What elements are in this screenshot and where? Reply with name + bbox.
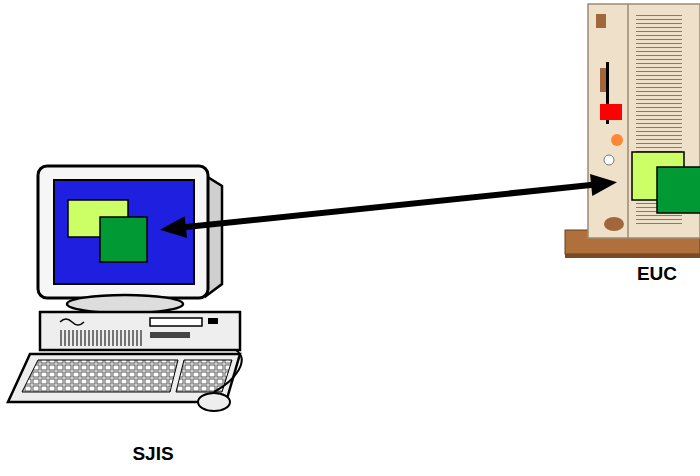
- drive-slot: [150, 332, 190, 338]
- client-computer: SJIS: [60, 195, 160, 275]
- monitor-screen: [54, 180, 194, 284]
- system-case: [40, 312, 240, 350]
- server-base-edge: [565, 254, 700, 258]
- machine-label: EUC: [607, 263, 700, 285]
- server-divider: [627, 4, 629, 238]
- mouse-cable: [214, 350, 242, 392]
- server-light: [600, 104, 622, 120]
- tower-server: [565, 4, 700, 258]
- machine-label: SJIS: [103, 443, 203, 465]
- server-lock: [604, 217, 624, 231]
- server-panel: [600, 68, 606, 92]
- arrow-head: [160, 216, 187, 238]
- keyboard-keys: [22, 360, 178, 392]
- window-dark: [100, 217, 147, 262]
- case-vents: [58, 330, 142, 346]
- arrow-shaft: [184, 185, 593, 228]
- power-button: [611, 134, 623, 146]
- reset-button: [604, 155, 614, 165]
- server-panel: [596, 14, 606, 28]
- desktop-pc: [8, 166, 242, 411]
- server-computer: EUC: [617, 138, 700, 218]
- monitor-stand: [67, 295, 183, 313]
- case-logo: [60, 319, 84, 325]
- drive-button: [208, 318, 218, 324]
- window-dark: [657, 167, 700, 213]
- drive-slot: [150, 318, 202, 326]
- mouse: [198, 393, 230, 411]
- monitor-bezel: [38, 166, 208, 298]
- arrow-head: [590, 174, 617, 196]
- double-arrow: [160, 174, 617, 238]
